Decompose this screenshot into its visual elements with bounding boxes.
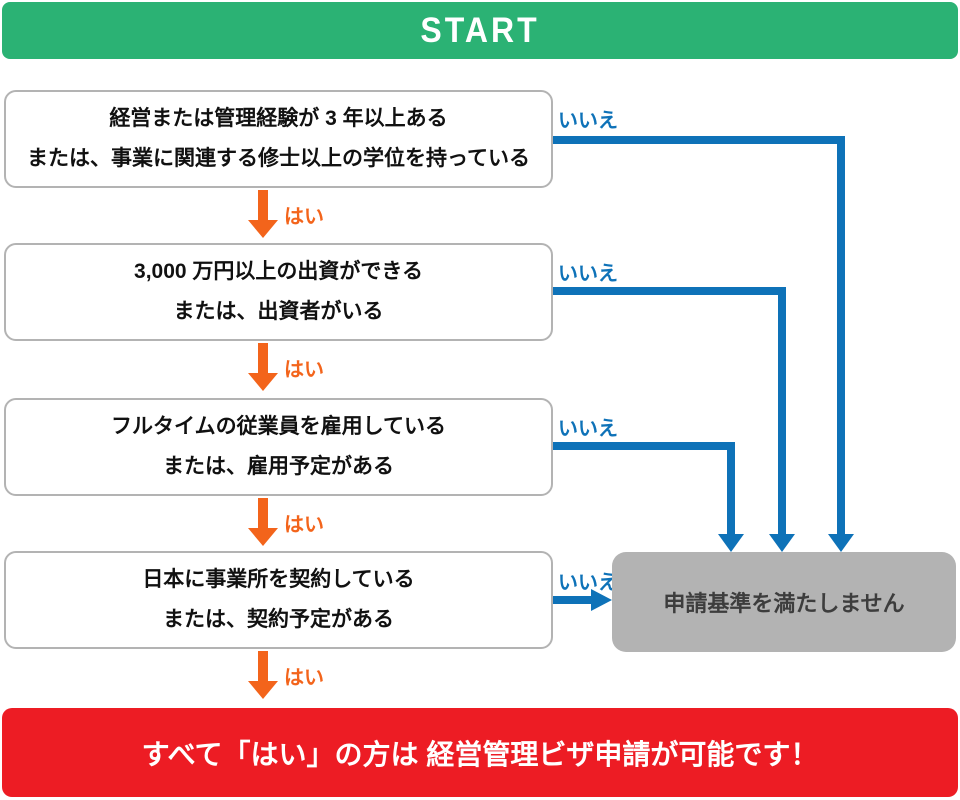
- yes-arrowhead-down-icon: [248, 681, 278, 699]
- yes-label-4: はい: [284, 667, 324, 689]
- question-3-line-1: フルタイムの従業員を雇用している: [111, 415, 446, 438]
- no-arrowhead-down-icon: [769, 534, 795, 552]
- no-connector-vertical-3: [727, 442, 735, 534]
- result-banner: すべて「はい」の方は 経営管理ビザ申請が可能です！: [2, 708, 958, 797]
- no-arrowhead-down-icon: [718, 534, 744, 552]
- yes-arrowhead-down-icon: [248, 373, 278, 391]
- yes-arrowhead-down-icon: [248, 528, 278, 546]
- no-connector-vertical-1: [837, 136, 845, 534]
- question-box-1: 経営または管理経験が 3 年以上ある または、事業に関連する修士以上の学位を持っ…: [4, 90, 553, 188]
- question-1-line-1: 経営または管理経験が 3 年以上ある: [109, 107, 448, 130]
- no-connector-vertical-2: [778, 287, 786, 534]
- question-2-line-2: または、出資者がいる: [173, 300, 384, 323]
- fail-label: 申請基準を満たしません: [663, 591, 905, 616]
- no-connector-horizontal-2: [553, 287, 786, 295]
- yes-arrowhead-down-icon: [248, 220, 278, 238]
- no-label-3: いいえ: [558, 418, 618, 440]
- fail-box: 申請基準を満たしません: [612, 552, 956, 652]
- question-3-line-2: または、雇用予定がある: [163, 455, 394, 478]
- no-connector-horizontal-3: [553, 442, 735, 450]
- yes-arrow-down-icon: [258, 190, 268, 220]
- question-box-4: 日本に事業所を契約している または、契約予定がある: [4, 551, 553, 649]
- yes-label-1: はい: [284, 206, 324, 228]
- yes-arrow-down-icon: [258, 498, 268, 528]
- question-box-2: 3,000 万円以上の出資ができる または、出資者がいる: [4, 243, 553, 341]
- question-1-line-2: または、事業に関連する修士以上の学位を持っている: [27, 147, 530, 170]
- no-connector-horizontal-4: [553, 596, 591, 604]
- question-4-line-2: または、契約予定がある: [163, 608, 394, 631]
- no-arrowhead-right-icon: [591, 589, 612, 611]
- no-label-2: いいえ: [558, 263, 618, 285]
- question-4-line-1: 日本に事業所を契約している: [142, 568, 415, 591]
- yes-arrow-down-icon: [258, 651, 268, 681]
- question-2-line-1: 3,000 万円以上の出資ができる: [134, 260, 423, 283]
- no-label-1: いいえ: [558, 110, 618, 132]
- no-arrowhead-down-icon: [828, 534, 854, 552]
- no-connector-horizontal-1: [553, 136, 845, 144]
- start-label: START: [420, 10, 540, 50]
- yes-label-2: はい: [284, 359, 324, 381]
- yes-label-3: はい: [284, 514, 324, 536]
- no-label-4: いいえ: [558, 572, 618, 594]
- yes-arrow-down-icon: [258, 343, 268, 373]
- start-banner: START: [2, 2, 958, 59]
- result-label: すべて「はい」の方は 経営管理ビザ申請が可能です！: [141, 738, 819, 770]
- question-box-3: フルタイムの従業員を雇用している または、雇用予定がある: [4, 398, 553, 496]
